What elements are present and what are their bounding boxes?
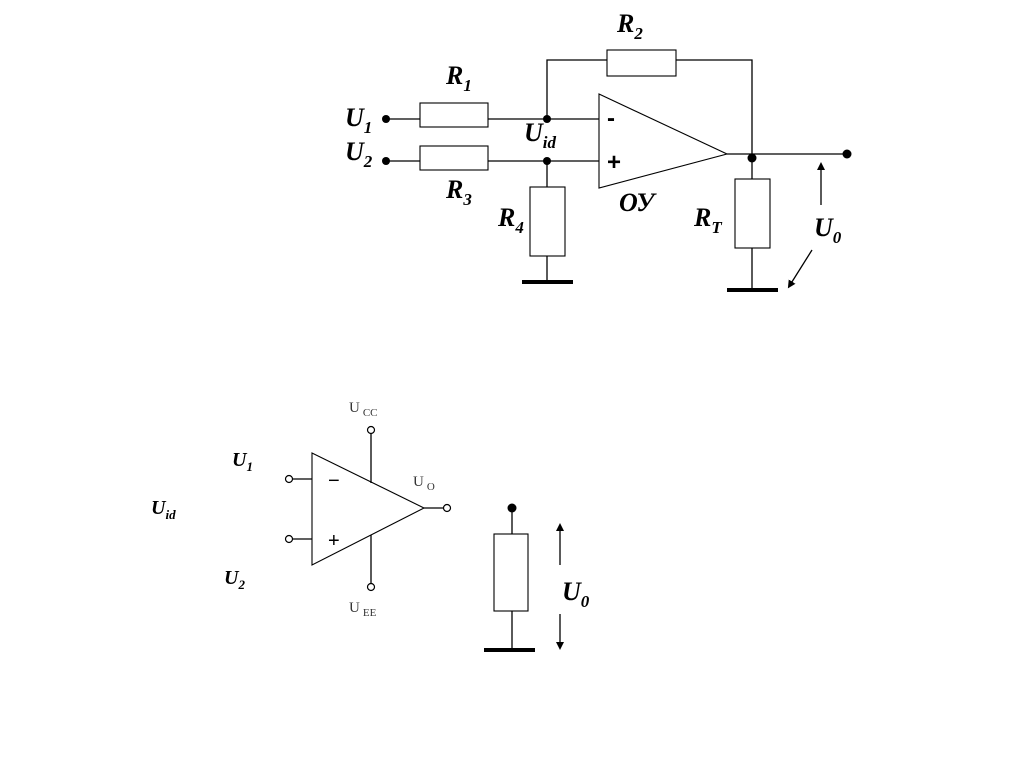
label-symbol-uid: Uid: [151, 497, 176, 522]
wire-feedback-left: [546, 59, 607, 119]
load-resistor: [493, 533, 529, 612]
symbol-uee-terminal: [366, 582, 376, 592]
label-u0: U0: [814, 213, 842, 247]
label-u1: U1: [345, 103, 372, 137]
label-u2: U2: [345, 137, 373, 171]
opamp-symbol-triangle: [311, 452, 426, 566]
label-load-u0: U0: [562, 577, 590, 611]
load-resistor-diagram: U0: [484, 503, 590, 652]
wire-feedback-right: [676, 59, 753, 154]
symbol-plus-sign: +: [328, 530, 340, 552]
symbol-output-terminal: [442, 503, 452, 513]
symbol-inverting-terminal: [284, 474, 294, 484]
label-symbol-u1: U1: [232, 449, 253, 474]
resistor-r1: [419, 102, 489, 128]
label-r2: R2: [616, 9, 643, 43]
symbol-ucc-terminal: [366, 425, 376, 435]
resistor-r2: [606, 49, 677, 77]
symbol-noninverting-terminal: [284, 534, 294, 544]
inverting-node: [543, 115, 551, 123]
output-terminal: [842, 149, 852, 159]
label-r3: R3: [445, 175, 472, 209]
resistor-r4: [529, 186, 566, 257]
label-opamp-name: ОУ: [619, 188, 657, 217]
opamp-plus-sign: +: [607, 149, 621, 176]
u0-arrow-down: [787, 249, 813, 289]
label-rt: RT: [693, 203, 722, 237]
label-r4: R4: [497, 203, 524, 237]
resistor-r3: [419, 145, 489, 171]
label-uid: Uid: [524, 118, 557, 152]
differential-amplifier-circuit: - + R1 R2 R3 R4 RT U1 U2 Uid ОУ U0: [345, 9, 852, 292]
resistor-rt: [734, 178, 771, 249]
label-r1: R1: [445, 61, 472, 95]
label-symbol-u2: U2: [224, 567, 245, 592]
opamp-triangle: [598, 93, 729, 189]
symbol-minus-sign: −: [328, 470, 340, 492]
opamp-minus-sign: -: [607, 105, 615, 132]
